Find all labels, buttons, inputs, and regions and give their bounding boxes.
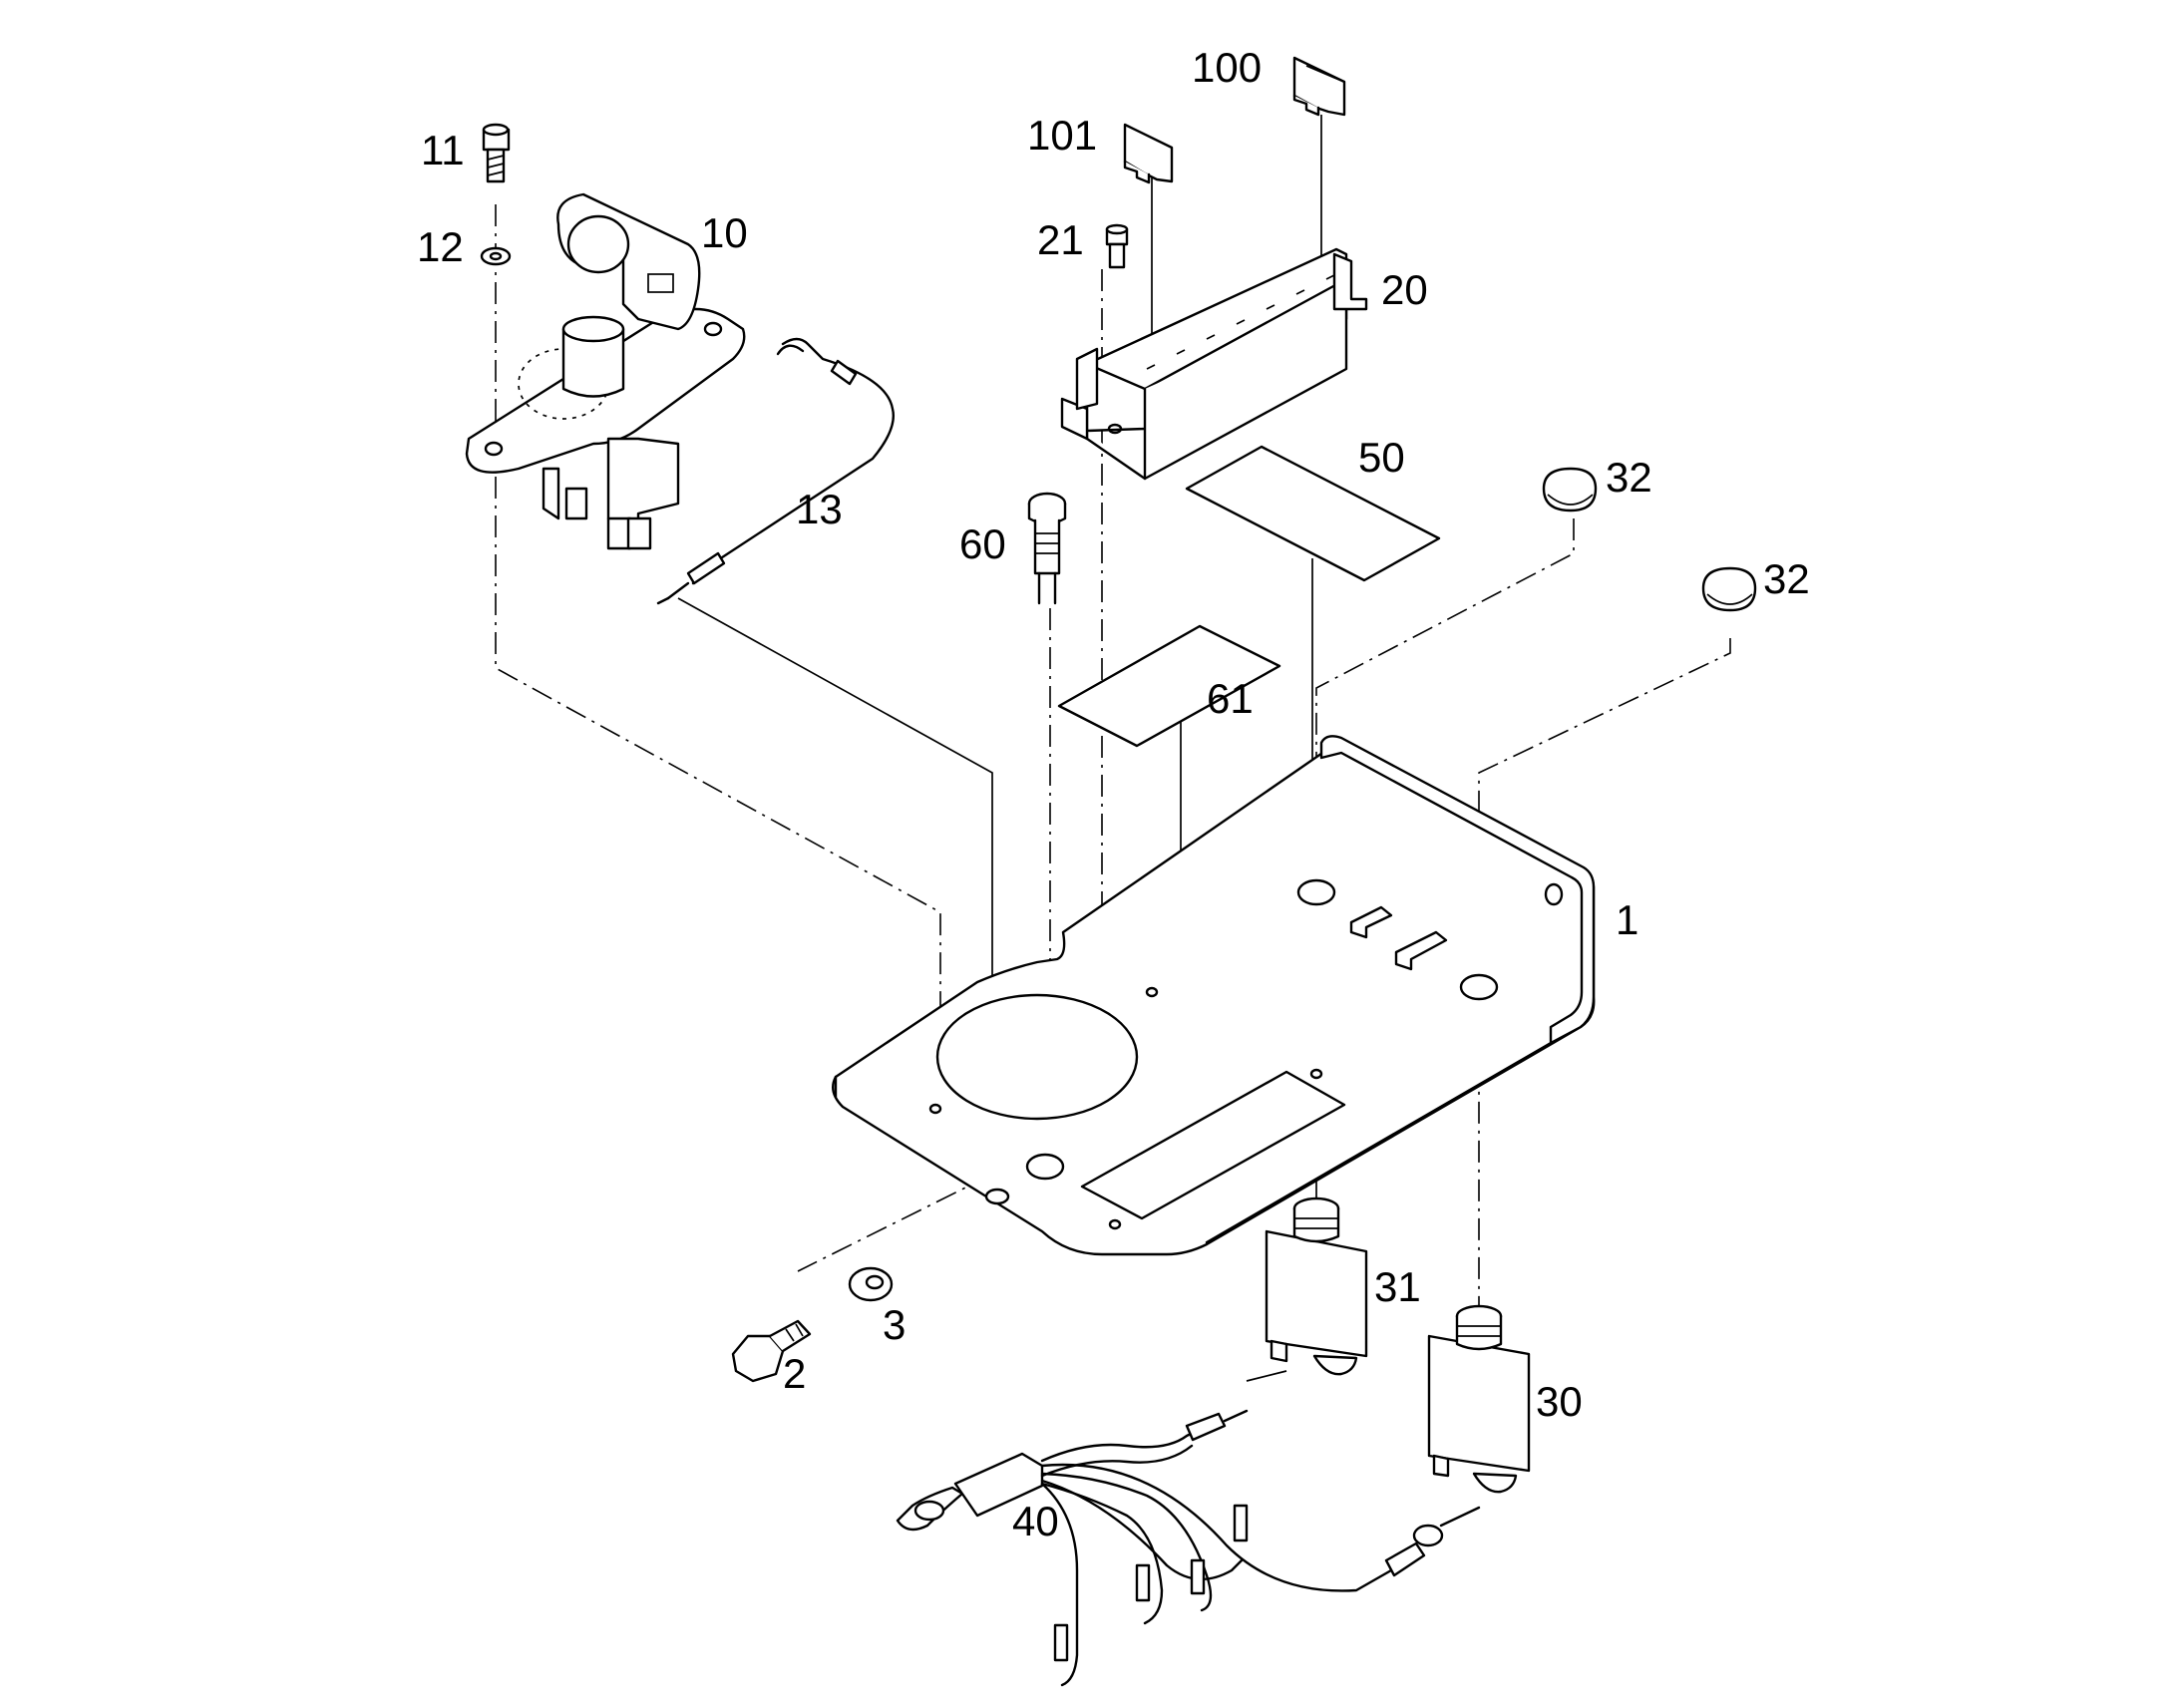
label-61 [1057, 624, 1281, 748]
callout-101: 101 [1027, 112, 1097, 159]
callout-12: 12 [417, 223, 464, 270]
callout-13: 13 [796, 486, 843, 532]
fuse-101 [1123, 123, 1174, 184]
callout-3: 3 [883, 1301, 906, 1348]
wire-harness-40 [896, 1409, 1481, 1687]
callout-60: 60 [959, 520, 1006, 567]
fuse-box-20 [1060, 247, 1368, 481]
bolt-2 [731, 1319, 812, 1383]
fuse-100 [1292, 56, 1346, 117]
breaker-31 [1265, 1196, 1368, 1376]
screw-21 [1105, 223, 1129, 269]
plug-32-a [1542, 467, 1598, 512]
washer-12 [480, 246, 512, 266]
callout-11: 11 [421, 127, 465, 173]
callout-40: 40 [1012, 1498, 1059, 1544]
breaker-30 [1427, 1304, 1531, 1494]
callout-31: 31 [1374, 1263, 1421, 1310]
screw-11 [482, 123, 511, 183]
label-50 [1185, 445, 1441, 582]
callout-2: 2 [783, 1350, 806, 1397]
callout-32-a: 32 [1606, 454, 1652, 501]
callout-21: 21 [1037, 216, 1084, 263]
callout-32-b: 32 [1763, 555, 1810, 602]
washer-3 [848, 1266, 894, 1302]
callout-labels: 1 2 3 10 11 12 13 20 21 30 31 32 32 40 5… [417, 44, 1810, 1544]
callout-10: 10 [701, 209, 748, 256]
callout-100: 100 [1192, 44, 1262, 91]
key-switch [465, 192, 746, 550]
base-plate [832, 735, 1596, 1256]
indicator-lamp-60 [1027, 492, 1067, 605]
callout-61: 61 [1207, 675, 1254, 722]
plug-32-b [1701, 566, 1757, 612]
callout-1: 1 [1616, 896, 1638, 943]
callout-50: 50 [1358, 434, 1405, 481]
cable-13 [656, 337, 895, 605]
callout-20: 20 [1381, 266, 1428, 313]
callout-30: 30 [1536, 1378, 1583, 1425]
